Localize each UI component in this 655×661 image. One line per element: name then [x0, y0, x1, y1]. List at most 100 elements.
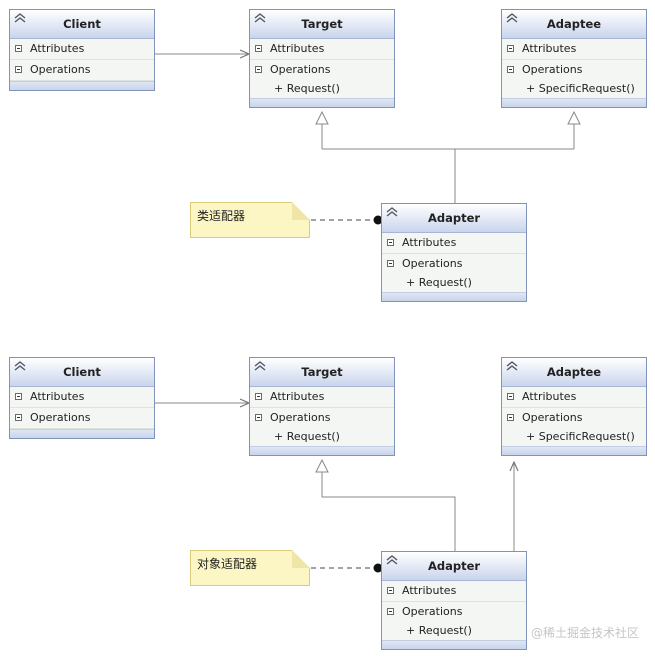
attributes-section[interactable]: Attributes — [502, 387, 646, 408]
generalization-adapter-base — [322, 148, 574, 203]
class-footer — [502, 446, 646, 455]
collapse-box-icon[interactable] — [387, 608, 394, 615]
class-footer — [382, 640, 526, 649]
operations-section[interactable]: Operations — [382, 254, 526, 274]
operations-label: Operations — [30, 63, 91, 76]
class-name: Adapter — [427, 559, 481, 573]
collapse-chevron-icon[interactable] — [505, 12, 519, 24]
attributes-label: Attributes — [30, 390, 85, 403]
collapse-box-icon[interactable] — [507, 393, 514, 400]
operation-item[interactable]: + Request() — [274, 430, 340, 443]
collapse-box-icon[interactable] — [15, 393, 22, 400]
class-header: Adaptee — [502, 10, 646, 39]
operation-item[interactable]: + SpecificRequest() — [526, 82, 635, 95]
collapse-box-icon[interactable] — [255, 414, 262, 421]
class-name: Target — [301, 365, 343, 379]
operations-section[interactable]: Operations — [502, 60, 646, 80]
class-header: Target — [250, 358, 394, 387]
operations-label: Operations — [30, 411, 91, 424]
note-object-adapter[interactable]: 对象适配器 — [190, 550, 310, 586]
attributes-section[interactable]: Attributes — [10, 387, 154, 408]
adapter-class[interactable]: Adapter Attributes Operations + Request(… — [381, 203, 527, 302]
target-class[interactable]: Target Attributes Operations + Request() — [249, 357, 395, 456]
collapse-chevron-icon[interactable] — [385, 554, 399, 566]
class-footer — [250, 98, 394, 107]
collapse-box-icon[interactable] — [387, 239, 394, 246]
operations-label: Operations — [522, 411, 583, 424]
operations-section[interactable]: Operations — [10, 60, 154, 81]
class-header: Adapter — [382, 552, 526, 581]
collapse-box-icon[interactable] — [507, 414, 514, 421]
attributes-label: Attributes — [270, 390, 325, 403]
collapse-box-icon[interactable] — [387, 260, 394, 267]
operations-section[interactable]: Operations — [382, 602, 526, 622]
collapse-box-icon[interactable] — [255, 393, 262, 400]
attributes-section[interactable]: Attributes — [250, 39, 394, 60]
operations-label: Operations — [522, 63, 583, 76]
operations-section[interactable]: Operations — [10, 408, 154, 429]
class-name: Adaptee — [546, 17, 602, 31]
client-class[interactable]: Client Attributes Operations — [9, 9, 155, 91]
target-class[interactable]: Target Attributes Operations + Request() — [249, 9, 395, 108]
collapse-box-icon[interactable] — [507, 66, 514, 73]
note-text: 对象适配器 — [197, 557, 258, 571]
adapter-class[interactable]: Adapter Attributes Operations + Request(… — [381, 551, 527, 650]
class-footer — [10, 81, 154, 90]
class-header: Adapter — [382, 204, 526, 233]
class-name: Adaptee — [546, 365, 602, 379]
triangle-target — [315, 110, 329, 125]
class-header: Client — [10, 358, 154, 387]
note-anchor-1 — [373, 215, 383, 225]
watermark: @稀土掘金技术社区 — [530, 626, 639, 640]
operations-label: Operations — [402, 605, 463, 618]
operation-item[interactable]: + Request() — [406, 276, 472, 289]
class-name: Adapter — [427, 211, 481, 225]
class-header: Target — [250, 10, 394, 39]
operation-item[interactable]: + SpecificRequest() — [526, 430, 635, 443]
attributes-label: Attributes — [270, 42, 325, 55]
client-class[interactable]: Client Attributes Operations — [9, 357, 155, 439]
class-name: Target — [301, 17, 343, 31]
attributes-label: Attributes — [402, 236, 457, 249]
collapse-box-icon[interactable] — [255, 66, 262, 73]
collapse-chevron-icon[interactable] — [385, 206, 399, 218]
attributes-label: Attributes — [522, 390, 577, 403]
note-anchor-2 — [373, 563, 383, 573]
class-footer — [250, 446, 394, 455]
class-header: Client — [10, 10, 154, 39]
generalization-adapter-target-2 — [321, 472, 456, 551]
collapse-box-icon[interactable] — [15, 45, 22, 52]
collapse-box-icon[interactable] — [507, 45, 514, 52]
collapse-box-icon[interactable] — [255, 45, 262, 52]
note-text: 类适配器 — [197, 209, 246, 223]
attributes-section[interactable]: Attributes — [382, 233, 526, 254]
note-class-adapter[interactable]: 类适配器 — [190, 202, 310, 238]
adaptee-class[interactable]: Adaptee Attributes Operations + Specific… — [501, 9, 647, 108]
operation-item[interactable]: + Request() — [406, 624, 472, 637]
adaptee-class[interactable]: Adaptee Attributes Operations + Specific… — [501, 357, 647, 456]
class-header: Adaptee — [502, 358, 646, 387]
class-footer — [10, 429, 154, 438]
class-name: Client — [63, 365, 101, 379]
collapse-chevron-icon[interactable] — [253, 12, 267, 24]
attributes-section[interactable]: Attributes — [382, 581, 526, 602]
operations-section[interactable]: Operations — [502, 408, 646, 428]
attributes-section[interactable]: Attributes — [250, 387, 394, 408]
collapse-box-icon[interactable] — [15, 66, 22, 73]
operations-section[interactable]: Operations — [250, 60, 394, 80]
collapse-box-icon[interactable] — [15, 414, 22, 421]
class-name: Client — [63, 17, 101, 31]
operations-section[interactable]: Operations — [250, 408, 394, 428]
collapse-box-icon[interactable] — [387, 587, 394, 594]
triangle-target-2 — [315, 458, 329, 473]
collapse-chevron-icon[interactable] — [13, 12, 27, 24]
attributes-section[interactable]: Attributes — [10, 39, 154, 60]
attributes-section[interactable]: Attributes — [502, 39, 646, 60]
triangle-adaptee — [567, 110, 581, 125]
operations-label: Operations — [270, 63, 331, 76]
attributes-label: Attributes — [402, 584, 457, 597]
collapse-chevron-icon[interactable] — [13, 360, 27, 372]
collapse-chevron-icon[interactable] — [253, 360, 267, 372]
operation-item[interactable]: + Request() — [274, 82, 340, 95]
collapse-chevron-icon[interactable] — [505, 360, 519, 372]
